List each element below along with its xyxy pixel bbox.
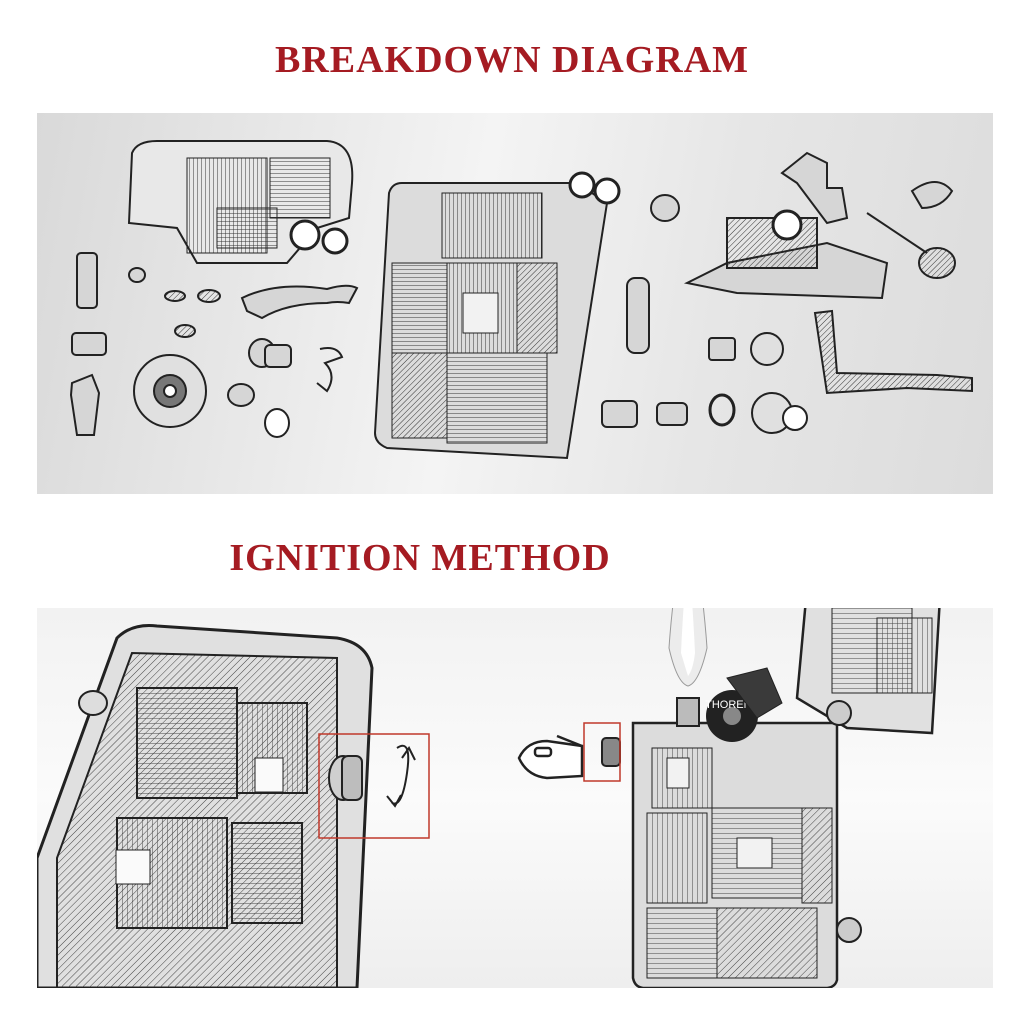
lighter-ignition-illustration: THORENS: [517, 608, 941, 988]
ignition-panel: THORENS: [37, 608, 993, 988]
case-body-part: [373, 171, 621, 460]
breakdown-panel: [37, 113, 993, 494]
rotate-arrow-icon: [386, 744, 416, 808]
pointing-hand-icon: [517, 734, 584, 780]
small-parts-middle: [601, 194, 808, 434]
exploded-parts-illustration: [69, 140, 973, 460]
ignition-method-title: IGNITION METHOD: [229, 537, 611, 579]
breakdown-diagram-title: BREAKDOWN DIAGRAM: [274, 39, 750, 81]
spark-button-callout: [583, 722, 621, 782]
chimney-assembly-part: [683, 151, 973, 395]
small-parts-left: [69, 252, 359, 438]
thumbwheel-closeup-illustration: [37, 624, 430, 988]
thumb-wheel-callout: [318, 733, 430, 839]
thumb-wheel: [328, 755, 363, 801]
lid-part: [127, 140, 354, 264]
